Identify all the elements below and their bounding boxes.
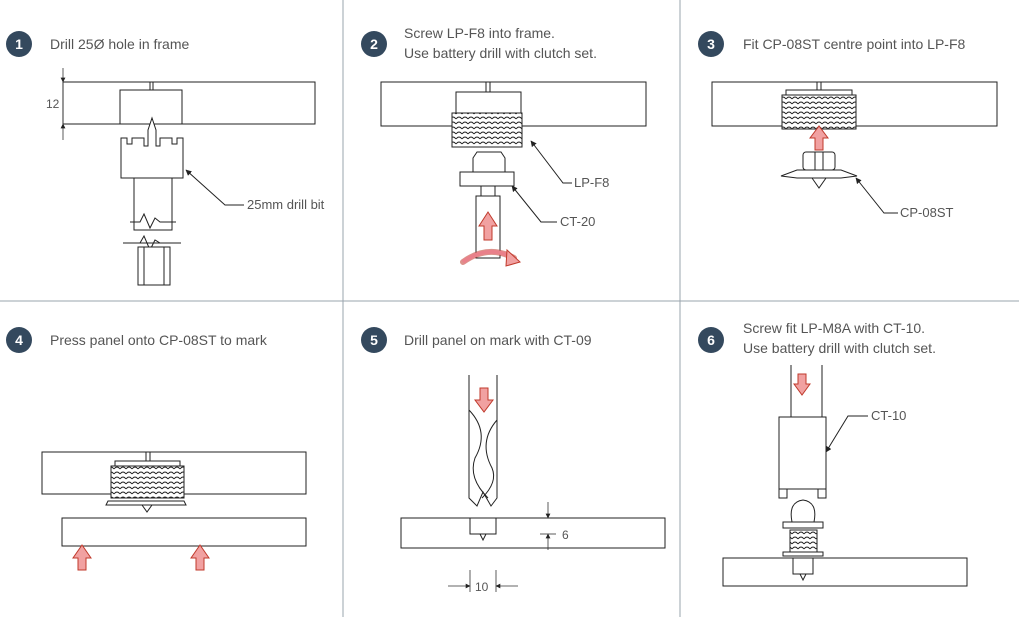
- step-4-number: 4: [15, 332, 23, 348]
- step-6-panel: [722, 557, 968, 587]
- step-3-lp-f8-insert: [781, 82, 857, 130]
- step-2-text-line1: Screw LP-F8 into frame.: [404, 25, 555, 41]
- step-1-frame: [62, 81, 316, 125]
- step-5-badge: 5: [361, 327, 387, 353]
- step-1-number: 1: [15, 36, 23, 52]
- step-3-callout-cp-08st: CP-08ST: [900, 205, 954, 220]
- step-2-rotation-arrow: [460, 248, 521, 267]
- step-3-number: 3: [707, 36, 715, 52]
- step-1-callout-drill-bit: 25mm drill bit: [247, 197, 325, 212]
- step-5-down-arrow: [474, 387, 494, 413]
- step-2-badge: 2: [361, 31, 387, 57]
- step-3: 3 Fit CP-08ST centre point into LP-F8 CP…: [698, 31, 998, 220]
- step-4-text: Press panel onto CP-08ST to mark: [50, 332, 268, 348]
- step-6-callout-ct-10: CT-10: [871, 408, 906, 423]
- step-1-hole-profile: [119, 89, 183, 125]
- step-6: 6 Screw fit LP-M8A with CT-10. Use batte…: [698, 320, 968, 587]
- step-4-up-arrow-right: [190, 544, 210, 571]
- step-5-text: Drill panel on mark with CT-09: [404, 332, 592, 348]
- step-2-up-arrow: [478, 211, 498, 241]
- step-2-text-line2: Use battery drill with clutch set.: [404, 45, 597, 61]
- step-4-lp-f8-insert: [105, 452, 187, 513]
- step-5-ct-09-drill: [468, 375, 498, 507]
- step-2-ct20-tool: [459, 151, 515, 259]
- step-4: 4 Press panel onto CP-08ST to mark: [6, 327, 307, 571]
- step-6-badge: 6: [698, 327, 724, 353]
- step-3-cp-08st: [780, 151, 858, 189]
- step-5-pilot-hole: [469, 518, 497, 535]
- step-1-drill-bit: [120, 116, 184, 286]
- step-1: 1 Drill 25Ø hole in frame 12 25mm drill …: [6, 31, 325, 286]
- step-2: 2 Screw LP-F8 into frame. Use battery dr…: [361, 25, 647, 267]
- step-2-callout-lp-f8: LP-F8: [574, 175, 609, 190]
- step-6-text-line2: Use battery drill with clutch set.: [743, 340, 936, 356]
- step-3-text: Fit CP-08ST centre point into LP-F8: [743, 36, 965, 52]
- step-5-width-dimension: 10: [475, 580, 489, 594]
- step-2-callout-ct-20: CT-20: [560, 214, 595, 229]
- step-5: 5 Drill panel on mark with CT-09 6 10: [361, 327, 666, 594]
- step-6-down-arrow: [793, 373, 811, 396]
- step-5-panel: [400, 517, 666, 549]
- step-6-number: 6: [707, 332, 715, 348]
- step-2-number: 2: [370, 36, 378, 52]
- step-4-badge: 4: [6, 327, 32, 353]
- step-1-depth-dimension: 12: [46, 97, 60, 111]
- step-5-number: 5: [370, 332, 378, 348]
- step-1-badge: 1: [6, 31, 32, 57]
- step-1-text: Drill 25Ø hole in frame: [50, 36, 189, 52]
- step-5-depth-dimension: 6: [562, 528, 569, 542]
- step-6-ct-10-tool: [778, 365, 827, 499]
- step-4-up-arrow-left: [72, 544, 92, 571]
- step-6-text-line1: Screw fit LP-M8A with CT-10.: [743, 320, 925, 336]
- step-6-lp-m8a: [782, 499, 824, 557]
- step-2-lp-f8-insert: [451, 82, 523, 148]
- step-4-panel: [61, 517, 307, 547]
- step-3-badge: 3: [698, 31, 724, 57]
- step-3-up-arrow: [809, 125, 829, 151]
